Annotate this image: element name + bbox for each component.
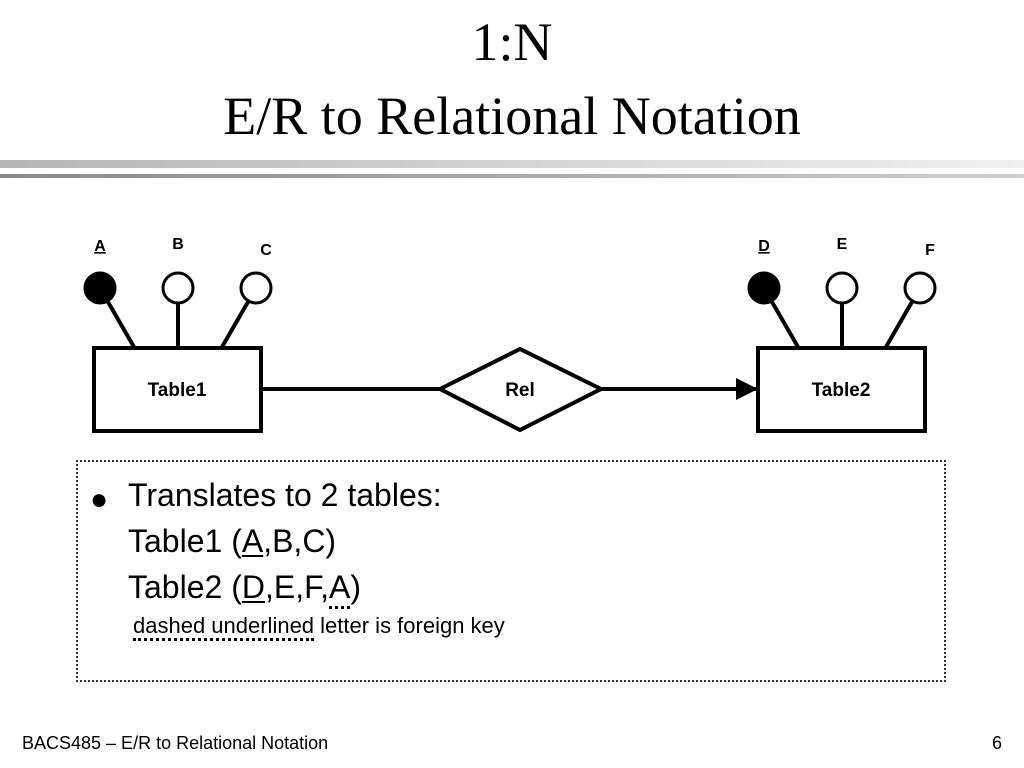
attribute-label-c: C <box>260 242 272 259</box>
attribute-label-a: A <box>94 238 106 255</box>
notes-bullet-line: Translates to 2 tables: <box>128 477 442 513</box>
entity-table1 <box>92 346 263 433</box>
entity-label-table1: Table1 <box>148 380 207 401</box>
notes-text: Translates to 2 tables: Table1 (A,B,C) T… <box>128 472 442 610</box>
notes-table1-line: Table1 (A,B,C) <box>128 518 442 564</box>
notes-table2-mid: ,E,F, <box>264 569 329 605</box>
attribute-label-e: E <box>837 236 848 253</box>
footer-page-number: 6 <box>991 733 1002 753</box>
footnote-fk-term: dashed underlined <box>133 613 315 641</box>
attribute-label-f: F <box>925 242 935 259</box>
title-divider-dark <box>0 174 1024 178</box>
attribute-label-b: B <box>172 236 184 253</box>
entity-label-table2: Table2 <box>812 380 871 401</box>
notes-table2-primary-key: D <box>241 569 265 605</box>
relationship-label-rel: Rel <box>505 380 535 401</box>
attribute-e <box>825 271 859 305</box>
attribute-f <box>903 271 937 305</box>
foreign-key-footnote: dashed underlined letter is foreign key <box>133 612 505 641</box>
notes-table1-open: ( <box>222 523 242 559</box>
attribute-label-d: D <box>758 238 770 255</box>
footnote-rest: letter is foreign key <box>314 613 505 638</box>
key-attribute-a <box>83 271 117 305</box>
er-diagram: A B C Table1 Rel D E F Table2 <box>83 236 937 433</box>
relationship-rel <box>435 346 606 433</box>
entity-table2 <box>756 346 927 433</box>
title-divider-light <box>0 160 1024 168</box>
notes-table1-name: Table1 <box>128 523 223 559</box>
attribute-b <box>161 271 195 305</box>
notes-table2-open: ( <box>222 569 242 605</box>
key-attribute-d <box>747 271 781 305</box>
bullet-icon: ● <box>90 483 109 516</box>
attribute-c <box>239 271 273 305</box>
notes-table1-rest: ,B,C <box>263 523 326 559</box>
notes-table2-foreign-key: A <box>328 569 351 609</box>
slide-title-line1: 1:N <box>471 12 553 72</box>
slide-title-line2: E/R to Relational Notation <box>223 86 801 146</box>
notes-table1-close: ) <box>325 523 337 559</box>
notes-table2-line: Table2 (D,E,F,A) <box>128 564 442 610</box>
notes-table2-name: Table2 <box>128 569 223 605</box>
notes-box <box>76 460 946 682</box>
notes-table2-close: ) <box>350 569 361 605</box>
notes-table1-primary-key: A <box>241 523 264 559</box>
footer-course-title: BACS485 – E/R to Relational Notation <box>22 733 329 753</box>
